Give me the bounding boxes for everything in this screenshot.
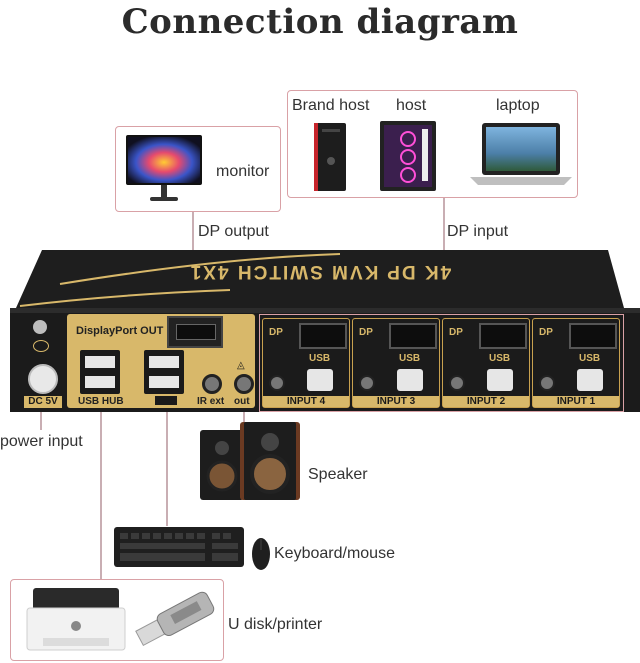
- input-3-usb-label: USB: [399, 353, 421, 364]
- input-3-dp-label: DP: [359, 327, 373, 338]
- keyboard-icon: [114, 527, 244, 567]
- input-3-dp-port: [389, 323, 437, 349]
- input-2-usb-label: USB: [489, 353, 511, 364]
- input-4: DP USB INPUT 4: [262, 318, 350, 408]
- laptop-label: laptop: [496, 97, 540, 114]
- displayport-out-label: DisplayPort OUT: [76, 325, 164, 337]
- ir-ext-port: [202, 374, 222, 394]
- input-1-audio-port: [539, 375, 555, 391]
- input-2-audio-port: [449, 375, 465, 391]
- monitor-frame: monitor: [115, 126, 281, 212]
- ground-icon: [33, 320, 47, 334]
- input-2: DP USB INPUT 2: [442, 318, 530, 408]
- keyboard-mouse-label: Keyboard/mouse: [274, 545, 395, 562]
- dp-output-label: DP output: [198, 223, 269, 240]
- input-3: DP USB INPUT 3: [352, 318, 440, 408]
- usb-hub-connector-line: [100, 408, 102, 580]
- input-3-usb-port: [397, 369, 423, 391]
- power-input-label: power input: [0, 433, 83, 450]
- input-4-usb-label: USB: [309, 353, 331, 364]
- keyboard-mouse-icon: [155, 396, 177, 405]
- input-2-usb-port: [487, 369, 513, 391]
- mouse-icon: [252, 538, 270, 570]
- brand-host-icon: [314, 123, 346, 191]
- input-4-label: INPUT 4: [263, 396, 349, 407]
- audio-out-port: [234, 374, 254, 394]
- laptop-icon: [470, 123, 572, 185]
- udisk-printer-frame: [10, 579, 224, 661]
- speaker-small-icon: ◬: [237, 360, 245, 371]
- gaming-host-icon: [380, 121, 436, 191]
- audio-out-label: out: [234, 396, 250, 407]
- input-1-dp-port: [569, 323, 617, 349]
- input-4-usb-port: [307, 369, 333, 391]
- udisk-printer-label: U disk/printer: [228, 616, 323, 633]
- usb-disk-icon: [135, 591, 215, 647]
- usb-hub-ports: [80, 350, 120, 394]
- power-connector-line: [40, 408, 42, 430]
- host-label: host: [396, 97, 427, 114]
- input-1-usb-port: [577, 369, 603, 391]
- printer-icon: [26, 588, 126, 651]
- keyboard-mouse-ports: [144, 350, 184, 394]
- speaker-connector-line: [243, 408, 245, 430]
- input-4-audio-port: [269, 375, 285, 391]
- input-2-dp-label: DP: [449, 327, 463, 338]
- input-3-label: INPUT 3: [353, 396, 439, 407]
- input-2-label: INPUT 2: [443, 396, 529, 407]
- input-3-audio-port: [359, 375, 375, 391]
- input-4-dp-port: [299, 323, 347, 349]
- ground-symbol-icon: [33, 340, 49, 352]
- keyboard-connector-line: [166, 408, 168, 526]
- dp-input-label: DP input: [447, 223, 509, 240]
- usb-hub-label: USB HUB: [78, 396, 124, 407]
- input-2-dp-port: [479, 323, 527, 349]
- input-1-label: INPUT 1: [533, 396, 619, 407]
- input-1: DP USB INPUT 1: [532, 318, 620, 408]
- page-title: Connection diagram: [121, 2, 519, 42]
- monitor-label: monitor: [216, 163, 270, 180]
- speaker-icon: [200, 422, 300, 500]
- ir-ext-label: IR ext: [197, 396, 225, 407]
- input-4-dp-label: DP: [269, 327, 283, 338]
- hosts-frame: Brand host host laptop: [287, 90, 578, 198]
- input-1-usb-label: USB: [579, 353, 601, 364]
- displayport-out-port: [167, 316, 223, 348]
- dc-power-port: [28, 364, 58, 394]
- input-1-dp-label: DP: [539, 327, 553, 338]
- speaker-label: Speaker: [308, 466, 368, 483]
- dc-label: DC 5V: [24, 396, 62, 408]
- device-title: 4K DP KVM SWITCH 4X1: [188, 261, 452, 282]
- brand-host-label: Brand host: [292, 97, 370, 114]
- monitor-icon: [126, 135, 202, 201]
- input-panel-frame: [259, 314, 624, 412]
